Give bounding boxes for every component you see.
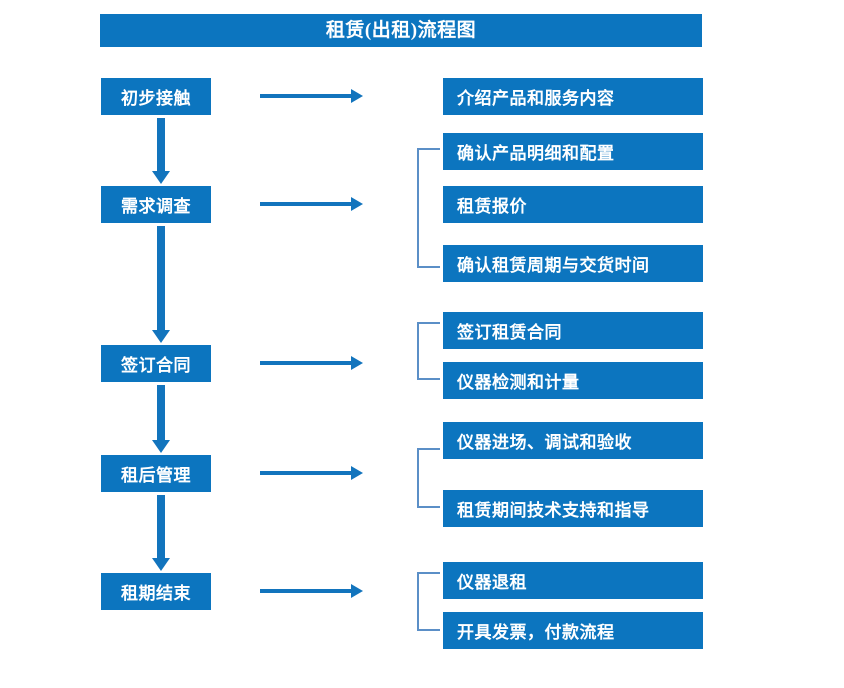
arrow-shaft [260,94,352,98]
stage-box-1[interactable]: 初步接触 [101,78,211,115]
detail-box-4[interactable]: 确认租赁周期与交货时间 [443,245,703,282]
detail-box-6[interactable]: 仪器检测和计量 [443,362,703,399]
arrow-shaft [157,495,165,558]
arrow-head [351,584,363,598]
arrow-shaft [157,118,165,171]
detail-box-9[interactable]: 仪器退租 [443,562,703,599]
arrow-right-icon-1 [260,89,363,103]
arrow-down-icon-4 [152,495,170,571]
arrow-right-icon-5 [260,584,363,598]
bracket-icon-group-3 [417,448,440,508]
bracket-icon-group-2 [417,322,440,380]
arrow-shaft [260,361,352,365]
arrow-head [351,356,363,370]
detail-box-3[interactable]: 租赁报价 [443,186,703,223]
arrow-shaft [260,471,352,475]
arrow-down-icon-2 [152,226,170,343]
arrow-shaft [260,589,352,593]
stage-box-5[interactable]: 租期结束 [101,573,211,610]
arrow-head [152,440,170,453]
arrow-head [152,171,170,184]
arrow-shaft [260,202,352,206]
detail-box-1[interactable]: 介绍产品和服务内容 [443,78,703,115]
arrow-right-icon-4 [260,466,363,480]
detail-box-5[interactable]: 签订租赁合同 [443,312,703,349]
arrow-right-icon-2 [260,197,363,211]
arrow-down-icon-3 [152,385,170,453]
stage-box-3[interactable]: 签订合同 [101,345,211,382]
arrow-head [351,197,363,211]
arrow-head [152,330,170,343]
detail-box-8[interactable]: 租赁期间技术支持和指导 [443,490,703,527]
bracket-icon-group-1 [417,148,440,268]
detail-box-7[interactable]: 仪器进场、调试和验收 [443,422,703,459]
arrow-head [351,89,363,103]
detail-box-2[interactable]: 确认产品明细和配置 [443,133,703,170]
arrow-shaft [157,385,165,440]
arrow-right-icon-3 [260,356,363,370]
stage-box-2[interactable]: 需求调查 [101,186,211,223]
arrow-head [351,466,363,480]
bracket-icon-group-4 [417,572,440,631]
arrow-down-icon-1 [152,118,170,184]
arrow-shaft [157,226,165,330]
stage-box-4[interactable]: 租后管理 [101,455,211,492]
arrow-head [152,558,170,571]
detail-box-10[interactable]: 开具发票，付款流程 [443,612,703,649]
page-title: 租赁(出租)流程图 [100,14,702,47]
